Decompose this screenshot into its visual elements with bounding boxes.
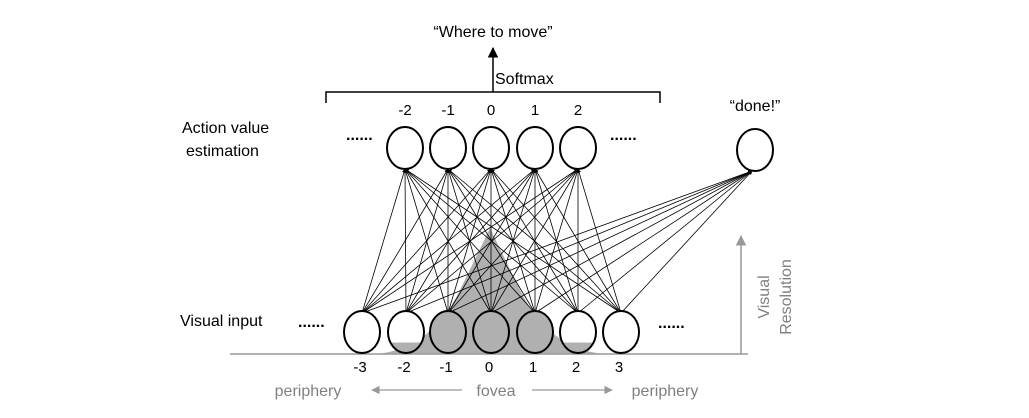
input-index-label: -3 <box>353 359 366 376</box>
input-node <box>343 310 381 354</box>
action-index-label: -1 <box>441 102 454 119</box>
connection-line <box>404 168 622 314</box>
action-value-nodes <box>386 126 597 170</box>
action-node <box>516 126 554 170</box>
input-index-label: 1 <box>529 359 537 376</box>
connections <box>361 168 753 314</box>
connection-line <box>361 168 406 314</box>
visual-resolution-line1: Visual <box>756 275 773 318</box>
input-node <box>516 310 554 354</box>
action-index-label: 1 <box>531 102 539 119</box>
visual-input-label: Visual input <box>180 313 263 330</box>
action-node <box>386 126 424 170</box>
where-to-move-label: “Where to move” <box>433 24 552 41</box>
input-index-label: -2 <box>397 359 410 376</box>
connection-line-done <box>490 170 753 314</box>
action-ellipsis-left: ...... <box>346 127 373 144</box>
connection-line <box>404 168 579 314</box>
input-node <box>387 310 425 354</box>
softmax-label: Softmax <box>495 71 554 88</box>
connection-line <box>447 168 622 314</box>
connection-line <box>404 168 536 314</box>
input-index-label: -1 <box>439 359 452 376</box>
connection-line <box>534 168 622 314</box>
input-ellipsis-left: ...... <box>298 314 325 331</box>
input-index-label: 0 <box>485 359 493 376</box>
connection-line <box>404 168 449 314</box>
visual-resolution-label: Visual Resolution <box>756 259 795 335</box>
connection-line <box>490 168 622 314</box>
done-label: “done!” <box>730 98 781 115</box>
action-index-label: 0 <box>487 102 495 119</box>
fovea-label: fovea <box>476 383 515 400</box>
connection-line <box>404 168 492 314</box>
connection-line-done <box>534 170 753 314</box>
connection-line-done <box>577 170 753 314</box>
action-index-labels: -2 -1 0 1 2 <box>398 102 582 119</box>
action-node <box>559 126 597 170</box>
input-index-label: 3 <box>615 359 623 376</box>
periphery-right-label: periphery <box>632 383 699 400</box>
fovea-resolution-profile <box>375 228 605 354</box>
action-ellipsis-right: ...... <box>610 127 637 144</box>
connection-line-done <box>620 170 753 314</box>
connection-line <box>577 168 622 314</box>
input-node <box>472 310 510 354</box>
input-node <box>559 310 597 354</box>
action-value-label-line1: Action value <box>182 120 269 137</box>
action-value-label-line2: estimation <box>186 143 259 160</box>
input-index-label: 2 <box>572 359 580 376</box>
action-index-label: -2 <box>398 102 411 119</box>
visual-input-nodes <box>343 310 640 354</box>
action-node <box>429 126 467 170</box>
visual-resolution-line2: Resolution <box>778 259 795 335</box>
done-node <box>736 128 774 172</box>
input-node <box>602 310 640 354</box>
connection-line <box>403 168 408 314</box>
action-node <box>472 126 510 170</box>
input-index-labels: -3 -2 -1 0 1 2 3 <box>353 359 623 376</box>
periphery-left-label: periphery <box>275 383 342 400</box>
action-index-label: 2 <box>574 102 582 119</box>
input-ellipsis-right: ...... <box>658 315 685 332</box>
input-node <box>429 310 467 354</box>
